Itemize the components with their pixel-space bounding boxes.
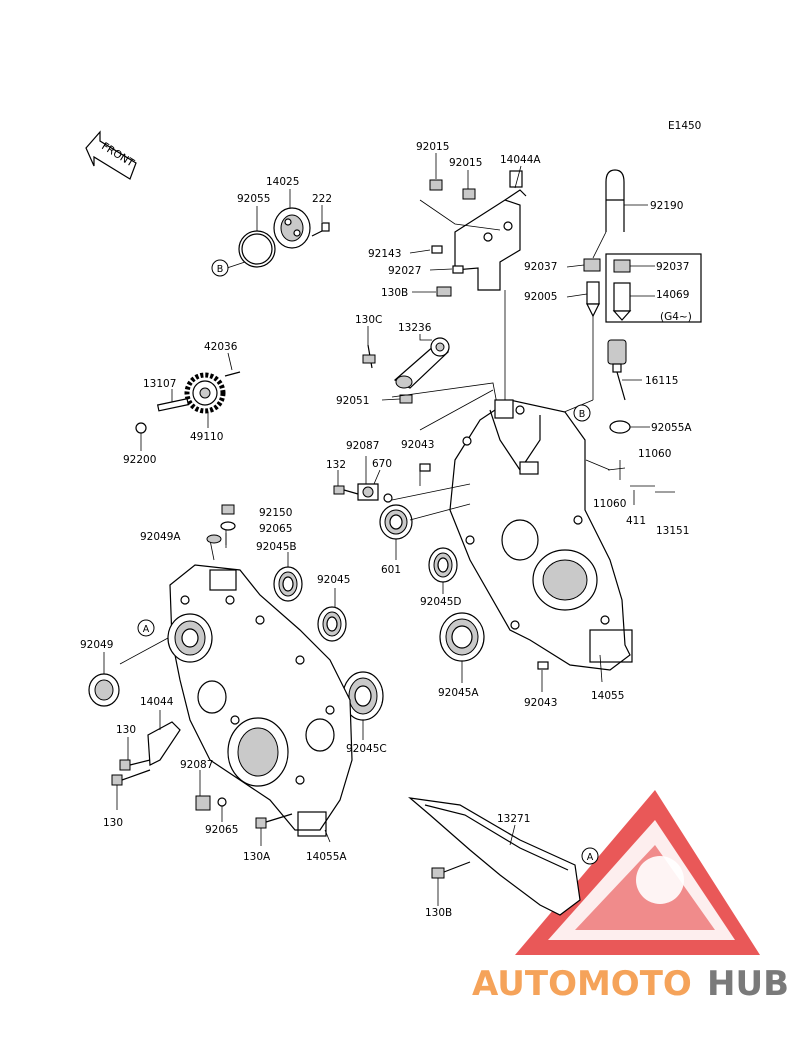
crankcase-cover-right bbox=[419, 399, 633, 671]
ref-a-left-label: A bbox=[143, 624, 150, 635]
leaders-chain bbox=[437, 824, 516, 906]
part-label: 13271 bbox=[497, 813, 530, 825]
part-label: 92051 bbox=[336, 395, 369, 407]
part-label: 132 bbox=[326, 459, 346, 471]
part-label: 42036 bbox=[204, 341, 238, 353]
watermark-logo: AUTOMOTO HUB bbox=[472, 790, 789, 1004]
shift-lever bbox=[362, 337, 450, 404]
leaders-bracket-14044 bbox=[116, 710, 262, 846]
part-label: 601 bbox=[381, 564, 401, 576]
part-label: 16115 bbox=[645, 375, 678, 387]
part-label: 11060 bbox=[638, 448, 671, 460]
part-label: 14055A bbox=[306, 851, 347, 863]
part-label: 130B bbox=[425, 907, 452, 919]
part-label: 13107 bbox=[143, 378, 176, 390]
part-label: 92045A bbox=[438, 687, 479, 699]
part-label: 92087 bbox=[346, 440, 379, 452]
part-label: 92049A bbox=[140, 531, 181, 543]
bearing-601 bbox=[379, 504, 413, 540]
part-label: 670 bbox=[372, 458, 392, 470]
bearing-92045B bbox=[273, 566, 303, 602]
leaders-hose bbox=[544, 204, 655, 421]
part-label: 14044 bbox=[140, 696, 174, 708]
ref-circle-a-bottom: A bbox=[581, 847, 599, 865]
part-label: 411 bbox=[626, 515, 646, 527]
part-label: 92190 bbox=[650, 200, 683, 212]
ref-a-bottom-label: A bbox=[587, 852, 594, 863]
bearing-92045 bbox=[317, 606, 347, 642]
watermark-text-hub: HUB bbox=[707, 964, 789, 1004]
part-label: 92015 bbox=[449, 157, 482, 169]
part-label: 92037 bbox=[524, 261, 557, 273]
part-label: 92087 bbox=[180, 759, 213, 771]
part-label: 14069 bbox=[656, 289, 689, 301]
part-label: 130 bbox=[103, 817, 123, 829]
part-label: 92200 bbox=[123, 454, 156, 466]
case-bolts-left bbox=[206, 504, 236, 544]
part-label: 92049 bbox=[80, 639, 113, 651]
part-label: 130B bbox=[381, 287, 408, 299]
part-label: 92150 bbox=[259, 507, 292, 519]
ref-circle-b-right: B bbox=[573, 404, 591, 422]
seal-92049 bbox=[88, 673, 120, 707]
bearing-92045A bbox=[439, 612, 485, 662]
part-label: 130A bbox=[243, 851, 271, 863]
part-label: 92045 bbox=[317, 574, 350, 586]
part-label: 92143 bbox=[368, 248, 401, 260]
chain-guide bbox=[408, 797, 581, 916]
ref-circle-a-left: A bbox=[137, 619, 155, 637]
watermark-text-auto: AUTOMOTO bbox=[472, 964, 692, 1004]
leaders-pump bbox=[226, 189, 323, 269]
part-label: 49110 bbox=[190, 431, 223, 443]
oil-pump-gear bbox=[135, 371, 241, 434]
part-labels: 14025 92055 222 92015 92015 14044A 92190… bbox=[80, 141, 692, 919]
part-label: 14055 bbox=[591, 690, 624, 702]
leaders-gear bbox=[140, 352, 233, 451]
ref-b-top-label: B bbox=[217, 264, 224, 275]
part-label: 92045C bbox=[346, 743, 387, 755]
part-label: 92045D bbox=[420, 596, 462, 608]
leaders-shift bbox=[337, 456, 471, 501]
ref-circle-b-top: B bbox=[211, 259, 229, 277]
pump-cover-assembly bbox=[238, 207, 330, 268]
bearing-92045D bbox=[428, 547, 458, 583]
part-label: 92065 bbox=[259, 523, 292, 535]
part-label: 92065 bbox=[205, 824, 238, 836]
dipstick bbox=[607, 339, 631, 434]
part-label: 13151 bbox=[656, 525, 689, 537]
part-label: 92005 bbox=[524, 291, 557, 303]
bracket-assembly bbox=[429, 170, 527, 297]
crankcase-left bbox=[167, 564, 353, 837]
leaders-bracket bbox=[409, 153, 522, 405]
part-label: 14044A bbox=[500, 154, 541, 166]
breather-hose bbox=[583, 169, 702, 323]
part-label: 92043 bbox=[401, 439, 434, 451]
part-label: 92043 bbox=[524, 697, 557, 709]
front-arrow-icon: FRONT bbox=[85, 130, 137, 180]
part-label: 222 bbox=[312, 193, 332, 205]
diagram-code: E1450 bbox=[668, 120, 701, 132]
part-label: 92045B bbox=[256, 541, 297, 553]
leaders-cover-right bbox=[419, 459, 675, 692]
leaders-bearings bbox=[103, 503, 471, 740]
part-label: 92037 bbox=[656, 261, 689, 273]
leaders-dipstick bbox=[622, 379, 650, 428]
part-label: 130 bbox=[116, 724, 136, 736]
part-label: 92015 bbox=[416, 141, 449, 153]
part-label: 11060 bbox=[593, 498, 626, 510]
ref-b-right-label: B bbox=[579, 409, 586, 420]
group-label: (G4~) bbox=[660, 311, 692, 323]
part-label: 130C bbox=[355, 314, 382, 326]
part-label: 14025 bbox=[266, 176, 299, 188]
part-label: 92027 bbox=[388, 265, 421, 277]
part-label: 92055 bbox=[237, 193, 270, 205]
part-label: 13236 bbox=[398, 322, 432, 334]
shift-parts bbox=[333, 483, 393, 503]
part-label: 92055A bbox=[651, 422, 692, 434]
